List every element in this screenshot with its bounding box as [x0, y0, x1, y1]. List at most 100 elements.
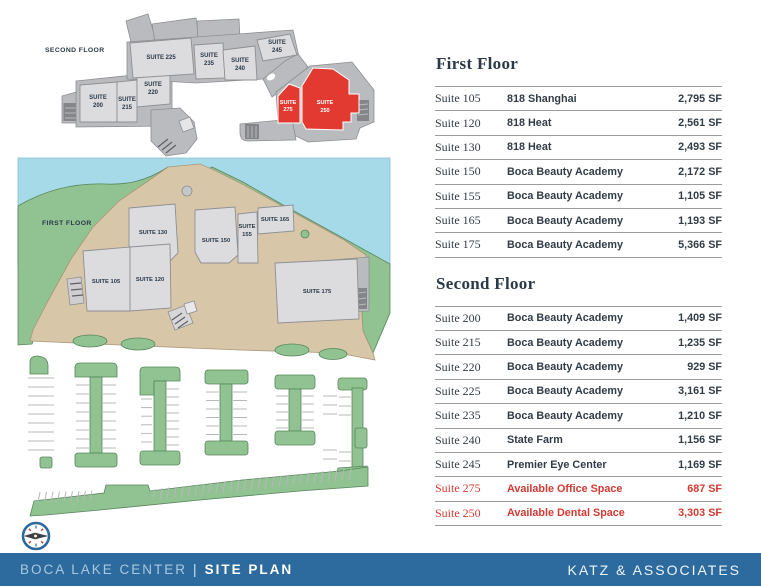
footer-bar: BOCA LAKE CENTER | SITE PLAN KATZ & ASSOCI… — [0, 553, 761, 586]
table-row: Suite 165 Boca Beauty Academy 1,193 SF — [435, 208, 722, 233]
svg-text:SUITE: SUITE — [231, 58, 249, 64]
tenant-cell: Boca Beauty Academy — [507, 312, 624, 325]
plan2-suite-245 — [256, 33, 298, 62]
tenant-cell: Available Dental Space — [507, 507, 625, 520]
table-row: Suite 175 Boca Beauty Academy 5,366 SF — [435, 233, 722, 258]
footer-separator: | — [193, 562, 199, 577]
first-floor-site-plan: FIRST FLOOR SUITE 130 SUITE 150 SUITE 15… — [17, 157, 391, 361]
sf-cell: 3,303 SF — [678, 507, 722, 520]
suite-cell: Suite 130 — [435, 139, 481, 154]
tenant-cell: Boca Beauty Academy — [507, 214, 624, 227]
svg-text:SUITE 105: SUITE 105 — [92, 279, 121, 285]
table-row: Suite 120 818 Heat 2,561 SF — [435, 111, 722, 136]
tenant-cell: Boca Beauty Academy — [507, 238, 624, 251]
svg-text:SUITE: SUITE — [317, 100, 334, 106]
table-row: Suite 130 818 Heat 2,493 SF — [435, 135, 722, 160]
footer-left: BOCA LAKE CENTER | SITE PLAN — [20, 562, 293, 577]
svg-text:SUITE 225: SUITE 225 — [146, 55, 176, 61]
svg-text:SUITE: SUITE — [238, 224, 255, 230]
svg-text:240: 240 — [235, 66, 246, 72]
sf-cell: 1,235 SF — [678, 336, 722, 349]
sf-cell: 2,561 SF — [678, 117, 722, 130]
svg-text:SUITE: SUITE — [280, 100, 297, 106]
compass-icon — [21, 521, 51, 551]
svg-text:200: 200 — [93, 103, 104, 109]
tenant-cell: 818 Heat — [507, 141, 552, 154]
tenant-cell: Premier Eye Center — [507, 458, 607, 471]
sf-cell: 687 SF — [687, 482, 722, 495]
table-row: Suite 220 Boca Beauty Academy 929 SF — [435, 355, 722, 380]
tenant-cell: Boca Beauty Academy — [507, 361, 624, 374]
svg-text:SUITE: SUITE — [200, 53, 218, 59]
sf-cell: 2,493 SF — [678, 141, 722, 154]
tenant-cell: 818 Shanghai — [507, 92, 577, 105]
svg-text:SUITE: SUITE — [268, 40, 286, 46]
suite-cell: Suite 240 — [435, 432, 481, 447]
sheet-name: SITE PLAN — [204, 562, 294, 577]
parking-lot — [28, 355, 369, 517]
suite-cell: Suite 150 — [435, 164, 481, 179]
sf-cell: 2,172 SF — [678, 165, 722, 178]
table-row: Suite 235 Boca Beauty Academy 1,210 SF — [435, 404, 722, 428]
company-name: KATZ & ASSOCIATES — [567, 561, 741, 578]
parking-edge-band — [29, 466, 369, 517]
plan2-suite-240 — [222, 45, 258, 81]
tenant-cell: State Farm — [507, 434, 563, 447]
project-name: BOCA LAKE CENTER — [20, 562, 188, 577]
first-floor-heading: First Floor — [436, 54, 519, 73]
table-row: Suite 200 Boca Beauty Academy 1,409 SF — [435, 306, 722, 331]
first-floor-table: Suite 105 818 Shanghai 2,795 SF Suite 12… — [435, 86, 722, 258]
sf-cell: 1,105 SF — [678, 190, 722, 203]
suite-cell: Suite 275 — [435, 481, 481, 496]
svg-text:155: 155 — [242, 232, 252, 238]
table-row: Suite 225 Boca Beauty Academy 3,161 SF — [435, 379, 722, 404]
tenant-cell: 818 Heat — [507, 117, 552, 130]
svg-text:220: 220 — [148, 90, 159, 96]
second-floor-heading: Second Floor — [436, 273, 536, 293]
suite-cell: Suite 165 — [435, 213, 481, 228]
plan1-suite-175 — [274, 258, 360, 324]
first-floor-title: FIRST FLOOR — [42, 220, 92, 227]
suite-cell: Suite 225 — [435, 383, 481, 398]
tenant-cell: Boca Beauty Academy — [507, 165, 624, 178]
sf-cell: 3,161 SF — [678, 385, 722, 398]
plan1-suite-120 — [129, 243, 172, 312]
sf-cell: 1,193 SF — [678, 214, 722, 227]
plan2-suite-225 — [129, 37, 195, 79]
svg-text:250: 250 — [320, 108, 329, 114]
svg-text:SUITE 175: SUITE 175 — [303, 289, 332, 295]
svg-text:235: 235 — [204, 61, 215, 67]
suite-cell: Suite 175 — [435, 237, 481, 252]
svg-text:215: 215 — [122, 105, 133, 111]
svg-text:SUITE 130: SUITE 130 — [139, 230, 167, 236]
svg-text:SUITE 165: SUITE 165 — [261, 217, 290, 223]
svg-text:275: 275 — [283, 107, 292, 113]
svg-text:SUITE: SUITE — [89, 95, 107, 101]
table-row: Suite 155 Boca Beauty Academy 1,105 SF — [435, 184, 722, 209]
suite-cell: Suite 245 — [435, 457, 481, 472]
sf-cell: 1,409 SF — [678, 312, 722, 325]
suite-cell: Suite 215 — [435, 335, 481, 350]
suite-cell: Suite 105 — [435, 91, 481, 106]
table-row: Suite 150 Boca Beauty Academy 2,172 SF — [435, 160, 722, 184]
tenant-cell: Boca Beauty Academy — [507, 190, 624, 203]
svg-text:245: 245 — [272, 48, 283, 54]
plan1-suite-150 — [194, 206, 239, 264]
table-row: Suite 215 Boca Beauty Academy 1,235 SF — [435, 331, 722, 355]
table-row: Suite 275 Available Office Space 687 SF — [435, 477, 722, 502]
suite-cell: Suite 220 — [435, 359, 481, 374]
table-row: Suite 245 Premier Eye Center 1,169 SF — [435, 452, 722, 477]
table-row: Suite 240 State Farm 1,156 SF — [435, 428, 722, 453]
plan1-suite-165 — [257, 204, 295, 235]
suite-cell: Suite 200 — [435, 310, 481, 325]
sf-cell: 2,795 SF — [678, 92, 722, 105]
suite-cell: Suite 155 — [435, 188, 481, 203]
plan2-suite-200 — [79, 81, 118, 123]
sf-cell: 1,156 SF — [678, 434, 722, 447]
table-row: Suite 105 818 Shanghai 2,795 SF — [435, 87, 722, 111]
plan1-suite-155 — [237, 211, 259, 264]
tenant-cell: Available Office Space — [507, 482, 623, 495]
plan2-suite-275-available — [277, 83, 301, 124]
second-floor-table: Suite 200 Boca Beauty Academy 1,409 SF S… — [435, 305, 722, 526]
